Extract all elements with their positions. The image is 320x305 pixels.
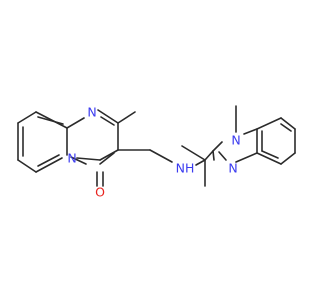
bond-pyridine: [35, 157, 63, 173]
bond-imidazole: [212, 150, 215, 161]
bond-pyrimidine: [66, 117, 85, 129]
bond-pyridine: [17, 111, 37, 124]
atom-o-carbonyl: O: [95, 185, 105, 200]
bond-layer: [17, 105, 296, 187]
bond-pyrimidine-double: [99, 152, 115, 165]
bond-pyrimidine: [70, 156, 87, 165]
bond-benzene: [256, 117, 282, 130]
atom-n-ring-top: N: [87, 105, 96, 120]
atom-n-ring-bridge: N: [67, 151, 76, 166]
bond-benzene-double: [280, 123, 292, 132]
molecule-svg: N N O NH N N: [17, 104, 296, 200]
bond-pyrimidine: [76, 157, 101, 161]
bond-imidazole-double: [218, 151, 227, 161]
bond-imidazole: [235, 152, 258, 163]
bond-pyrimidine: [99, 149, 119, 161]
atom-label-layer: N N O NH N N: [67, 105, 240, 200]
bond-pyrimidine: [97, 109, 119, 124]
bond-imidazole: [243, 128, 258, 135]
atom-n-imidazole: N: [228, 161, 237, 176]
bond-gem-methyl: [181, 145, 206, 161]
bond-methyl: [117, 111, 136, 124]
bond-pyridine: [17, 159, 37, 173]
bond-benzene: [280, 117, 296, 130]
molecule-structure-diagram: N N O NH N N: [17, 104, 296, 200]
bond-amine-carbon: [195, 159, 206, 166]
bond-benzene: [280, 152, 296, 165]
bond-pyrimidine-double: [100, 116, 115, 126]
bond-pyridine-double: [37, 116, 64, 125]
bond-imidazole: [212, 141, 223, 152]
bond-benzene: [256, 152, 282, 165]
bond-to-imidazole: [204, 150, 214, 161]
bond-benzene-double: [261, 150, 279, 159]
atom-n-methyl-imidazole: N: [231, 133, 240, 148]
bond-ethyl-linker: [149, 149, 173, 163]
bond-pyridine-double: [37, 154, 60, 167]
atom-nh-amine: NH: [176, 161, 195, 176]
